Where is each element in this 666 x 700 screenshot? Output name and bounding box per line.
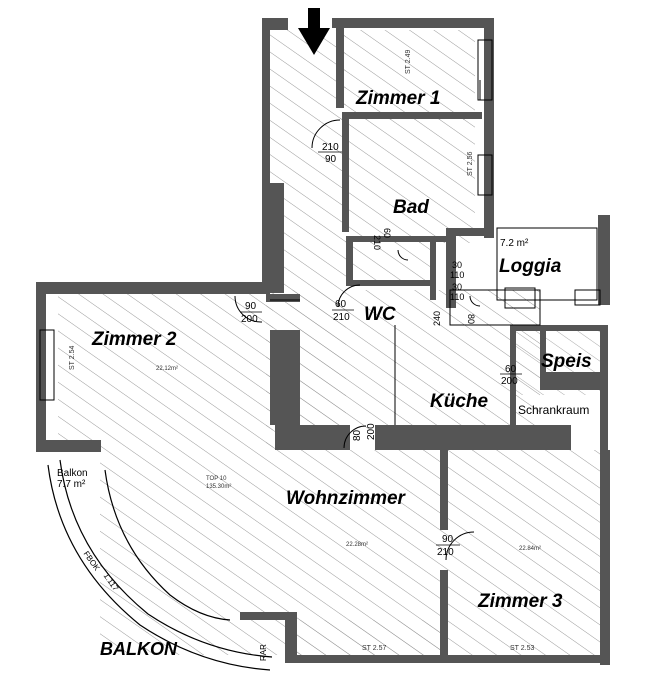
zimmer-1-label: Zimmer 1: [355, 88, 440, 109]
balkon-small-label: Balkon: [57, 468, 88, 479]
door-label: 240: [432, 311, 442, 326]
height-marker: RAR: [259, 644, 268, 661]
door-label: 200: [366, 423, 377, 440]
entrance-arrow-icon: [298, 8, 330, 55]
balcony: [47, 459, 273, 671]
loggia-label: Loggia: [499, 256, 562, 277]
wc-label: WC: [364, 304, 396, 325]
door-label: 30: [452, 282, 462, 292]
door-label: 200: [241, 314, 258, 325]
wohn-area: 22.28m²: [346, 542, 368, 548]
height-marker: ST 2.56: [467, 152, 474, 176]
top-label: TOP 10: [206, 476, 227, 482]
zimmer-2-label: Zimmer 2: [91, 329, 177, 350]
balkon-label: BALKON: [100, 639, 178, 659]
door-label: 210: [437, 547, 454, 558]
door-label: 30: [452, 260, 462, 270]
door-label: 110: [450, 292, 464, 302]
loggia-area: 7.2 m²: [500, 238, 529, 249]
height-marker: ST 2.54: [69, 346, 76, 370]
door-label: 80: [466, 314, 476, 324]
door-label: 80: [352, 429, 363, 441]
zimmer-3-label: Zimmer 3: [477, 591, 563, 612]
height-marker: ST 2.57: [362, 645, 386, 652]
door-dimensions: 210 90 60 210 90 200 80 200 60 200 90 21…: [240, 142, 522, 558]
zimmer3-area: 22.84m²: [519, 546, 541, 552]
schrankraum-label: Schrankraum: [518, 403, 589, 417]
door-label: 200: [501, 376, 518, 387]
balkon-area: 7.7 m²: [57, 479, 86, 490]
kueche-label: Küche: [430, 391, 489, 412]
door-label: 60: [382, 228, 392, 238]
zimmer2-area: 22.12m²: [156, 366, 178, 372]
fixtures: [39, 39, 601, 425]
door-label: 60: [335, 299, 347, 310]
door-swings: [234, 119, 481, 561]
door-label: 210: [372, 235, 382, 250]
door-label: 210: [322, 142, 339, 153]
top-area: 135.30m²: [206, 484, 231, 490]
speis-label: Speis: [541, 351, 592, 372]
wohnzimmer-label: Wohnzimmer: [286, 488, 407, 509]
door-label: 60: [505, 364, 517, 375]
door-label: 210: [333, 312, 350, 323]
door-label: 90: [442, 534, 454, 545]
height-marker: ST 2.49: [405, 50, 412, 74]
door-label: 110: [450, 270, 464, 280]
floor-hatching: [58, 30, 607, 660]
height-marker: ST 2.53: [510, 645, 534, 652]
bad-label: Bad: [393, 197, 429, 218]
walls: [36, 18, 610, 665]
door-label: 90: [245, 301, 257, 312]
door-label: 90: [325, 154, 337, 165]
